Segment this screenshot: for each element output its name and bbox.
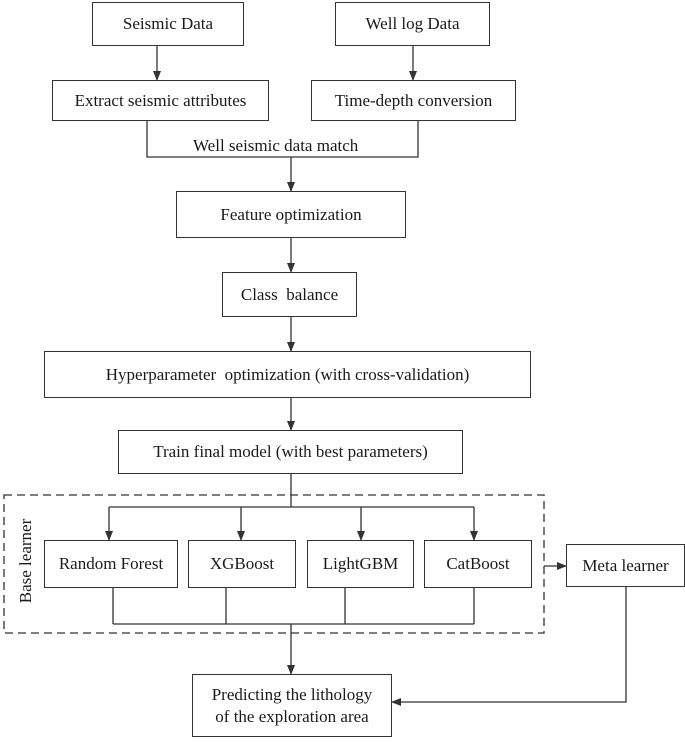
node-xgboost: XGBoost bbox=[188, 540, 296, 588]
node-well-log-data: Well log Data bbox=[335, 2, 490, 46]
arrow-meta-to-predict bbox=[391, 587, 627, 706]
node-predicting-lithology: Predicting the lithology of the explorat… bbox=[192, 674, 392, 737]
label-well-seismic-data-match: Well seismic data match bbox=[193, 136, 359, 155]
node-extract-seismic-attributes: Extract seismic attributes bbox=[52, 80, 269, 121]
node-time-depth-conversion: Time-depth conversion bbox=[311, 80, 516, 121]
predict-line-1: Predicting the lithology bbox=[211, 685, 373, 705]
node-class-balance: Class balance bbox=[222, 272, 357, 317]
connector-well-seismic-match bbox=[146, 121, 419, 158]
node-catboost: CatBoost bbox=[424, 540, 532, 588]
node-feature-optimization: Feature optimization bbox=[176, 191, 406, 238]
base-learner-group-border bbox=[3, 494, 545, 634]
node-meta-learner: Meta learner bbox=[566, 544, 685, 587]
node-hyperparameter-optimization: Hyperparameter optimization (with cross-… bbox=[44, 351, 531, 398]
predict-line-2: of the exploration area bbox=[215, 706, 369, 726]
node-train-final-model: Train final model (with best parameters) bbox=[118, 430, 463, 474]
label-base-learner: Base learner bbox=[16, 518, 35, 604]
node-seismic-data: Seismic Data bbox=[92, 2, 244, 46]
node-lightgbm: LightGBM bbox=[307, 540, 414, 588]
node-random-forest: Random Forest bbox=[44, 540, 178, 588]
